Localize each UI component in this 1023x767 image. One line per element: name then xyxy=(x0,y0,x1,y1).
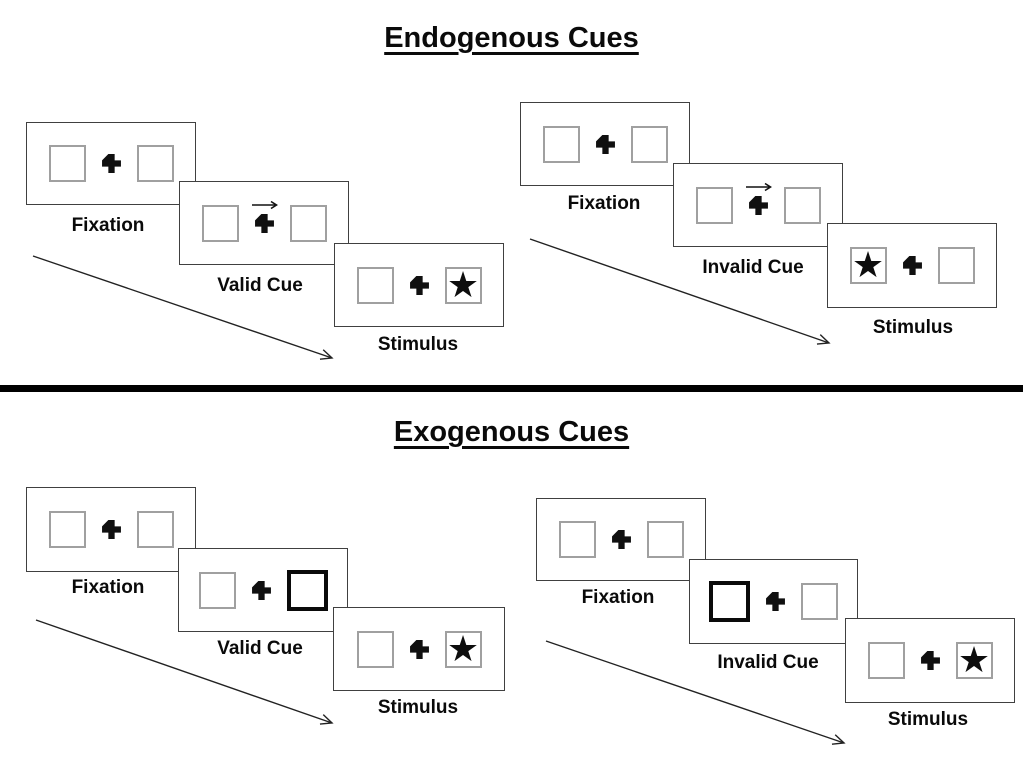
frame-label-fixation: Fixation xyxy=(581,587,655,608)
time-arrow xyxy=(35,619,334,725)
right-placeholder-box xyxy=(937,247,975,284)
left-placeholder-box xyxy=(356,630,394,668)
frame-label-invalid-cue: Invalid Cue xyxy=(717,652,819,673)
star-icon: ★ xyxy=(851,244,885,285)
frame-label-fixation: Fixation xyxy=(567,193,641,214)
right-placeholder-box xyxy=(136,511,174,548)
left-placeholder-box xyxy=(695,186,733,224)
stimulus-frame: ★ xyxy=(827,223,997,308)
left-placeholder-box xyxy=(198,571,236,609)
frame-label-invalid-cue: Invalid Cue xyxy=(702,257,804,278)
fixation-frame xyxy=(26,122,196,205)
fixation-frame xyxy=(520,102,690,186)
fixation-cross-icon xyxy=(745,182,772,216)
frame-label-fixation: Fixation xyxy=(71,215,145,236)
frame-label-valid-cue: Valid Cue xyxy=(217,275,303,296)
time-arrow xyxy=(32,255,334,360)
left-placeholder-box xyxy=(48,145,86,182)
left-placeholder-box xyxy=(542,125,580,163)
frame-label-stimulus: Stimulus xyxy=(872,317,954,338)
highlighted-cue-box xyxy=(286,569,328,611)
right-arrow-icon xyxy=(745,182,772,191)
right-placeholder-box xyxy=(646,521,684,558)
fixation-cross-icon xyxy=(765,591,786,612)
right-arrow-icon xyxy=(251,200,278,209)
star-target-box: ★ xyxy=(955,639,993,680)
stimulus-frame: ★ xyxy=(334,243,504,327)
frame-label-valid-cue: Valid Cue xyxy=(217,638,303,659)
fixation-cross-icon xyxy=(101,153,122,174)
valid-cue-frame xyxy=(179,181,349,265)
invalid-cue-frame xyxy=(689,559,858,644)
section-title-endogenous: Endogenous Cues xyxy=(384,22,639,54)
star-target-box: ★ xyxy=(849,244,887,285)
fixation-cross-icon xyxy=(902,255,923,276)
fixation-cross-icon xyxy=(251,200,278,234)
section-title-exogenous: Exogenous Cues xyxy=(393,416,630,448)
fixation-frame xyxy=(26,487,196,572)
frame-label-fixation: Fixation xyxy=(71,577,145,598)
fixation-cross-icon xyxy=(920,650,941,671)
fixation-cross-icon xyxy=(595,134,616,155)
stimulus-frame: ★ xyxy=(845,618,1015,703)
fixation-cross-icon xyxy=(251,580,272,601)
star-icon: ★ xyxy=(446,263,480,305)
star-icon: ★ xyxy=(957,639,991,680)
star-icon: ★ xyxy=(446,627,480,669)
right-placeholder-box xyxy=(801,583,838,620)
left-placeholder-box xyxy=(201,204,239,242)
valid-cue-frame xyxy=(178,548,348,632)
invalid-cue-frame xyxy=(673,163,843,247)
time-arrow xyxy=(545,640,846,745)
fixation-cross-icon xyxy=(409,275,430,296)
left-placeholder-box xyxy=(867,642,905,679)
frame-label-stimulus: Stimulus xyxy=(887,709,969,730)
star-target-box: ★ xyxy=(444,627,482,669)
fixation-frame xyxy=(536,498,706,581)
fixation-cross-icon xyxy=(409,639,430,660)
right-placeholder-box xyxy=(783,186,821,224)
right-placeholder-box xyxy=(630,125,668,163)
fixation-cross-icon xyxy=(611,529,632,550)
left-placeholder-box xyxy=(356,266,394,304)
left-placeholder-box xyxy=(558,521,596,558)
frame-label-stimulus: Stimulus xyxy=(377,334,459,355)
right-placeholder-box xyxy=(136,145,174,182)
stimulus-frame: ★ xyxy=(333,607,505,691)
frame-label-stimulus: Stimulus xyxy=(377,697,459,718)
star-target-box: ★ xyxy=(444,263,482,305)
highlighted-cue-box xyxy=(709,581,750,622)
left-placeholder-box xyxy=(48,511,86,548)
right-placeholder-box xyxy=(289,204,327,242)
fixation-cross-icon xyxy=(101,519,122,540)
time-arrow xyxy=(529,238,831,345)
section-divider xyxy=(0,385,1023,392)
